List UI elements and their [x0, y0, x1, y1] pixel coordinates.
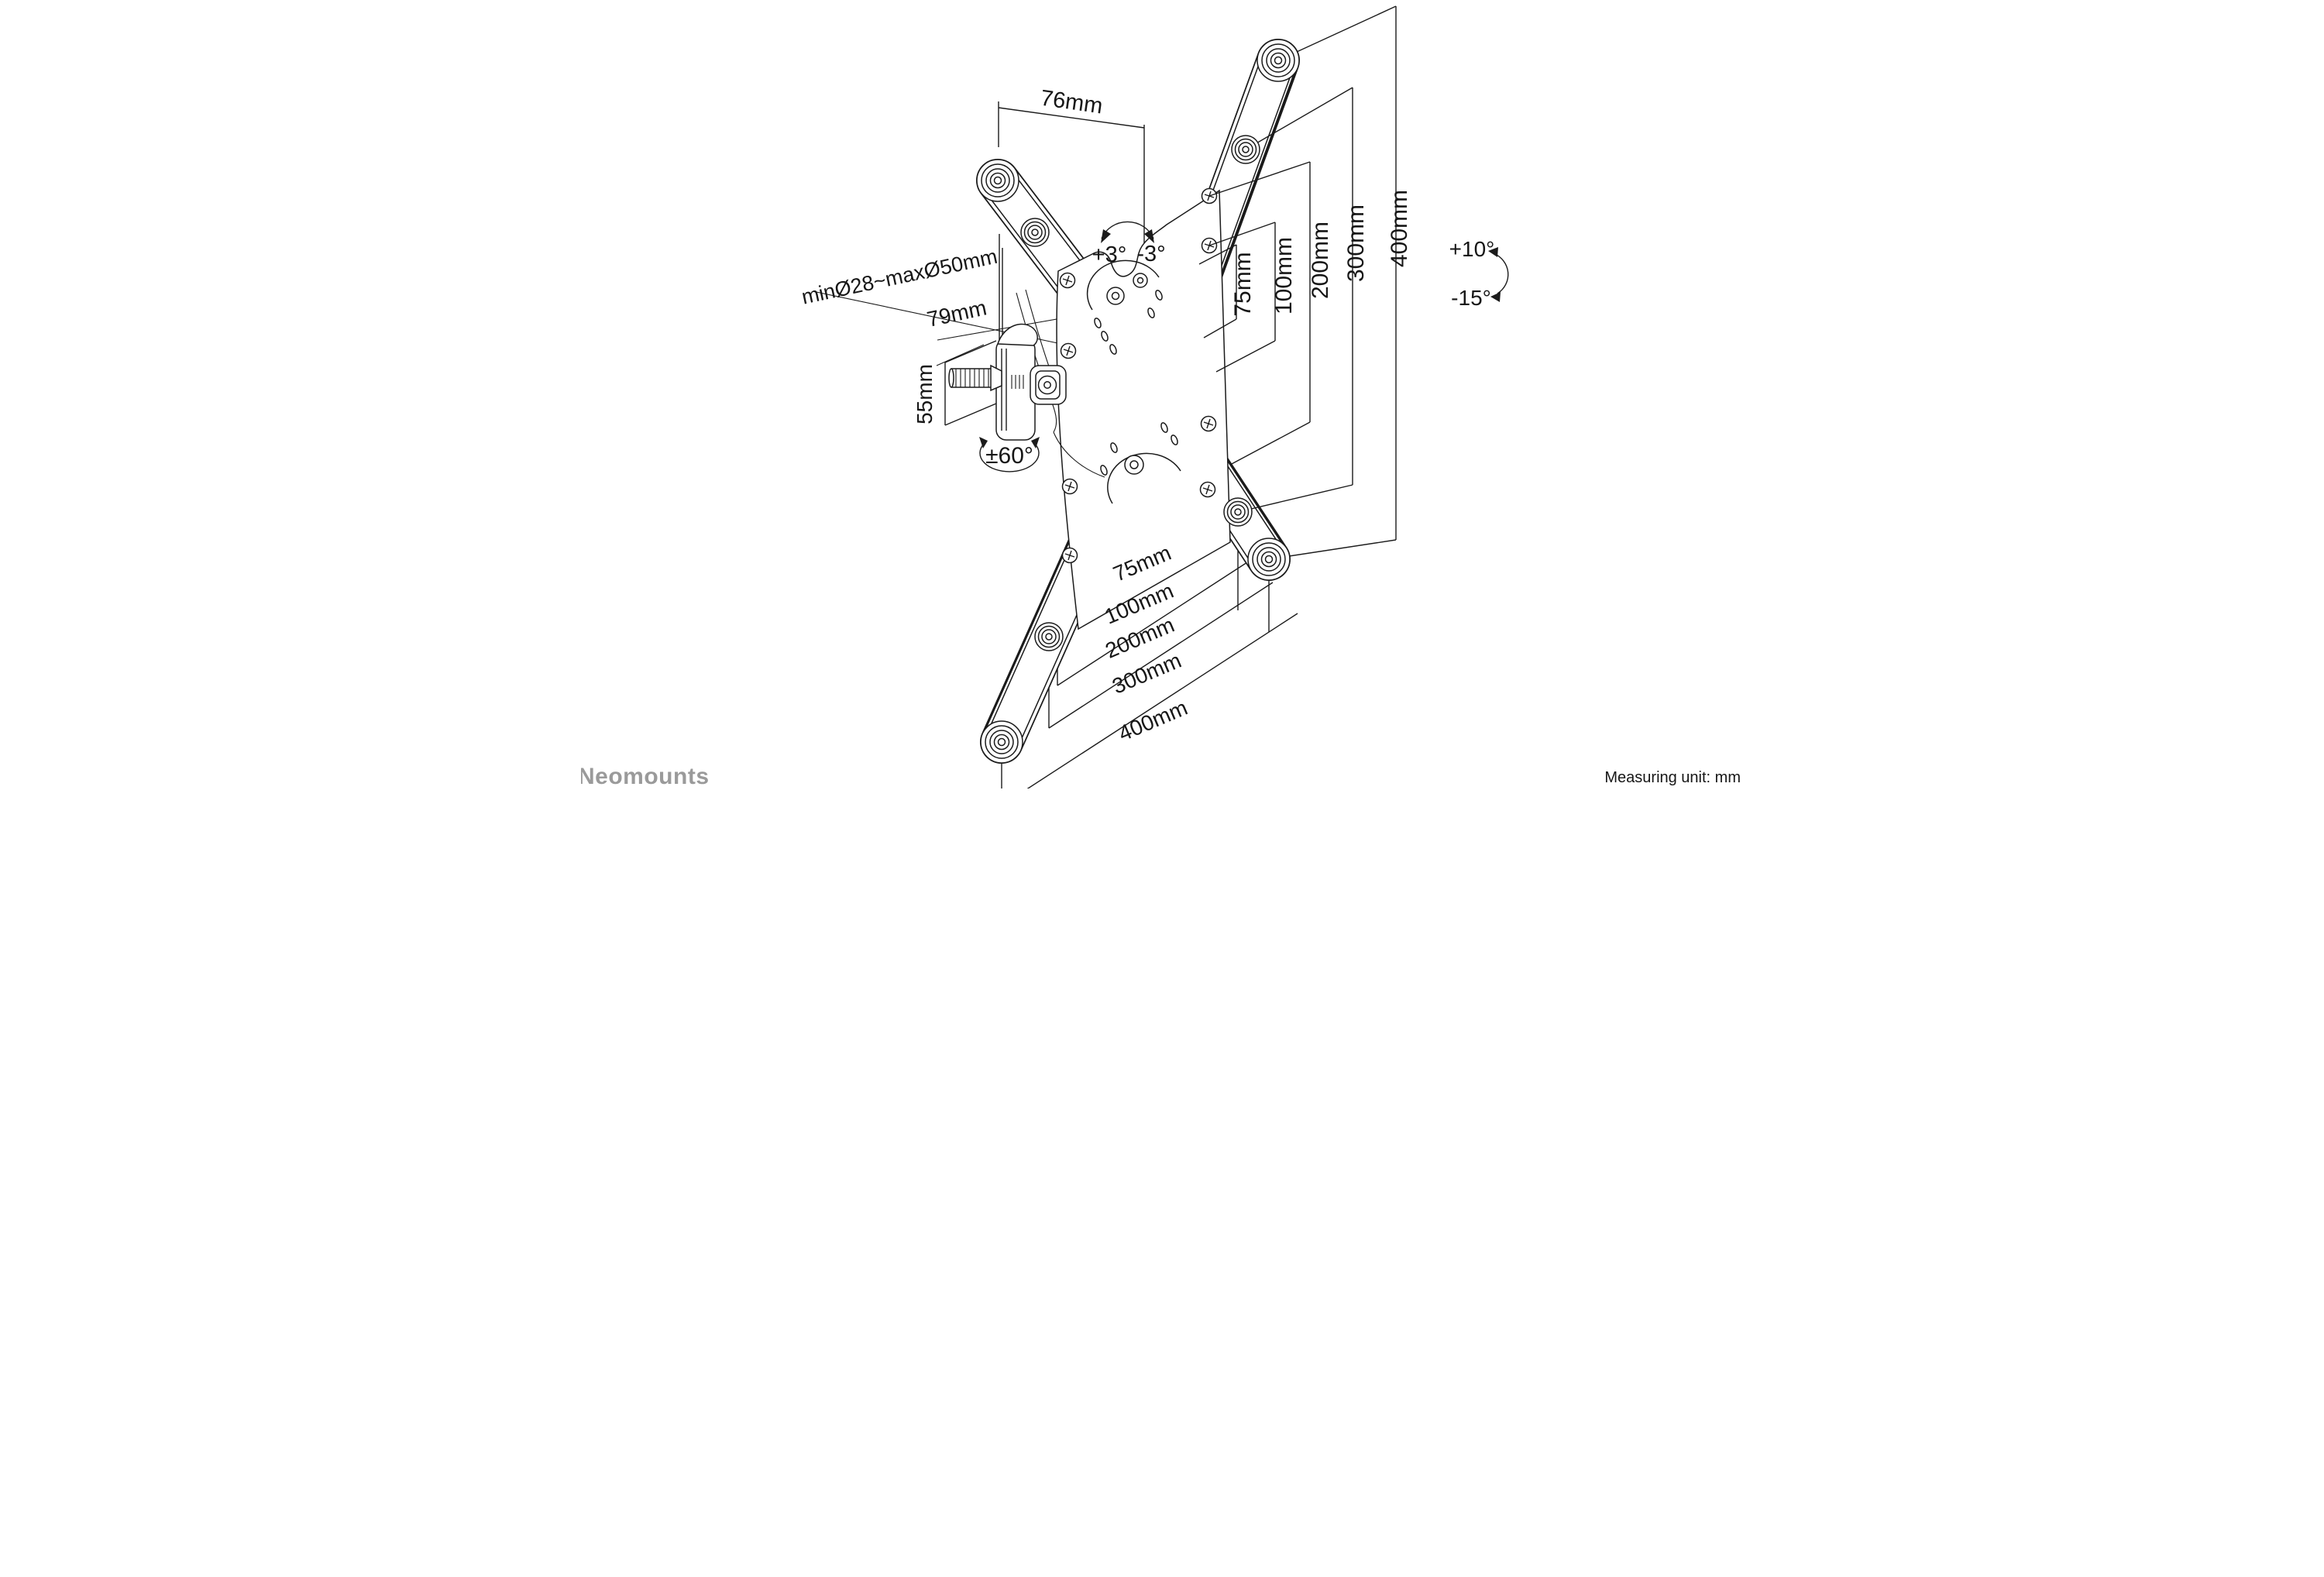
- plate-slot-holes: [1094, 290, 1178, 476]
- clamp-bolt: [948, 364, 1002, 392]
- label-level-plus: +3°: [1092, 242, 1127, 267]
- dim-label-vesa-v-400: 400mm: [1387, 190, 1412, 267]
- grommet-upper-right-tip: [1257, 39, 1300, 82]
- tilt-pivot-dome-top: [1086, 259, 1160, 311]
- center-plate: [1056, 187, 1231, 630]
- arm-grommets: [976, 39, 1300, 764]
- pivot-screws: [1106, 273, 1148, 475]
- grommet-lower-right-tip: [1247, 538, 1291, 581]
- label-tilt-down: -15°: [1451, 286, 1491, 310]
- pole-hook-curve: [1053, 431, 1105, 478]
- grommet-upper-left-tip: [976, 159, 1019, 202]
- bolt-cone-nut: [990, 364, 1002, 392]
- dim-label-vesa-v-200: 200mm: [1308, 222, 1333, 299]
- angle-annotations: [979, 221, 1509, 472]
- dim-label-clamp-height: 55mm: [913, 364, 937, 424]
- label-tilt-up: +10°: [1449, 237, 1495, 261]
- grommet-lower-right-mid: [1223, 497, 1253, 527]
- brand-logo: Neomounts: [581, 764, 710, 788]
- tilt-updown-arc: [1493, 253, 1509, 294]
- swivel-60deg-arc: [979, 443, 1040, 472]
- grommet-lower-left-tip: [980, 720, 1023, 764]
- dim-label-vesa-v-300: 300mm: [1343, 204, 1369, 282]
- label-swivel-range: ±60°: [985, 443, 1033, 469]
- label-level-minus: -3°: [1136, 242, 1165, 266]
- dim-label-top-width: 76mm: [1039, 86, 1104, 119]
- tilt-3deg-arc: [1101, 221, 1154, 239]
- clamp-inner-thread: [1011, 375, 1024, 389]
- dim-label-vesa-v-100: 100mm: [1271, 237, 1297, 314]
- pole-clamp-assembly: [948, 289, 1105, 478]
- dim-label-vesa-h-400: 400mm: [1115, 696, 1191, 746]
- grommet-upper-left-mid: [1020, 218, 1050, 247]
- grommet-lower-left-mid: [1034, 622, 1064, 651]
- clamp-top-hook: [996, 323, 1038, 346]
- dim-label-vesa-v-75: 75mm: [1230, 252, 1256, 316]
- tv-mount-technical-drawing: 76mm minØ28~maxØ50mm 79mm 55mm ±60° +3° …: [581, 0, 1743, 788]
- technical-drawing-page: 76mm minØ28~maxØ50mm 79mm 55mm ±60° +3° …: [581, 0, 1743, 788]
- grommet-upper-right-mid: [1231, 135, 1260, 164]
- measuring-unit-note: Measuring unit: mm: [1604, 769, 1741, 786]
- clamp-hex-boss: [1030, 365, 1067, 405]
